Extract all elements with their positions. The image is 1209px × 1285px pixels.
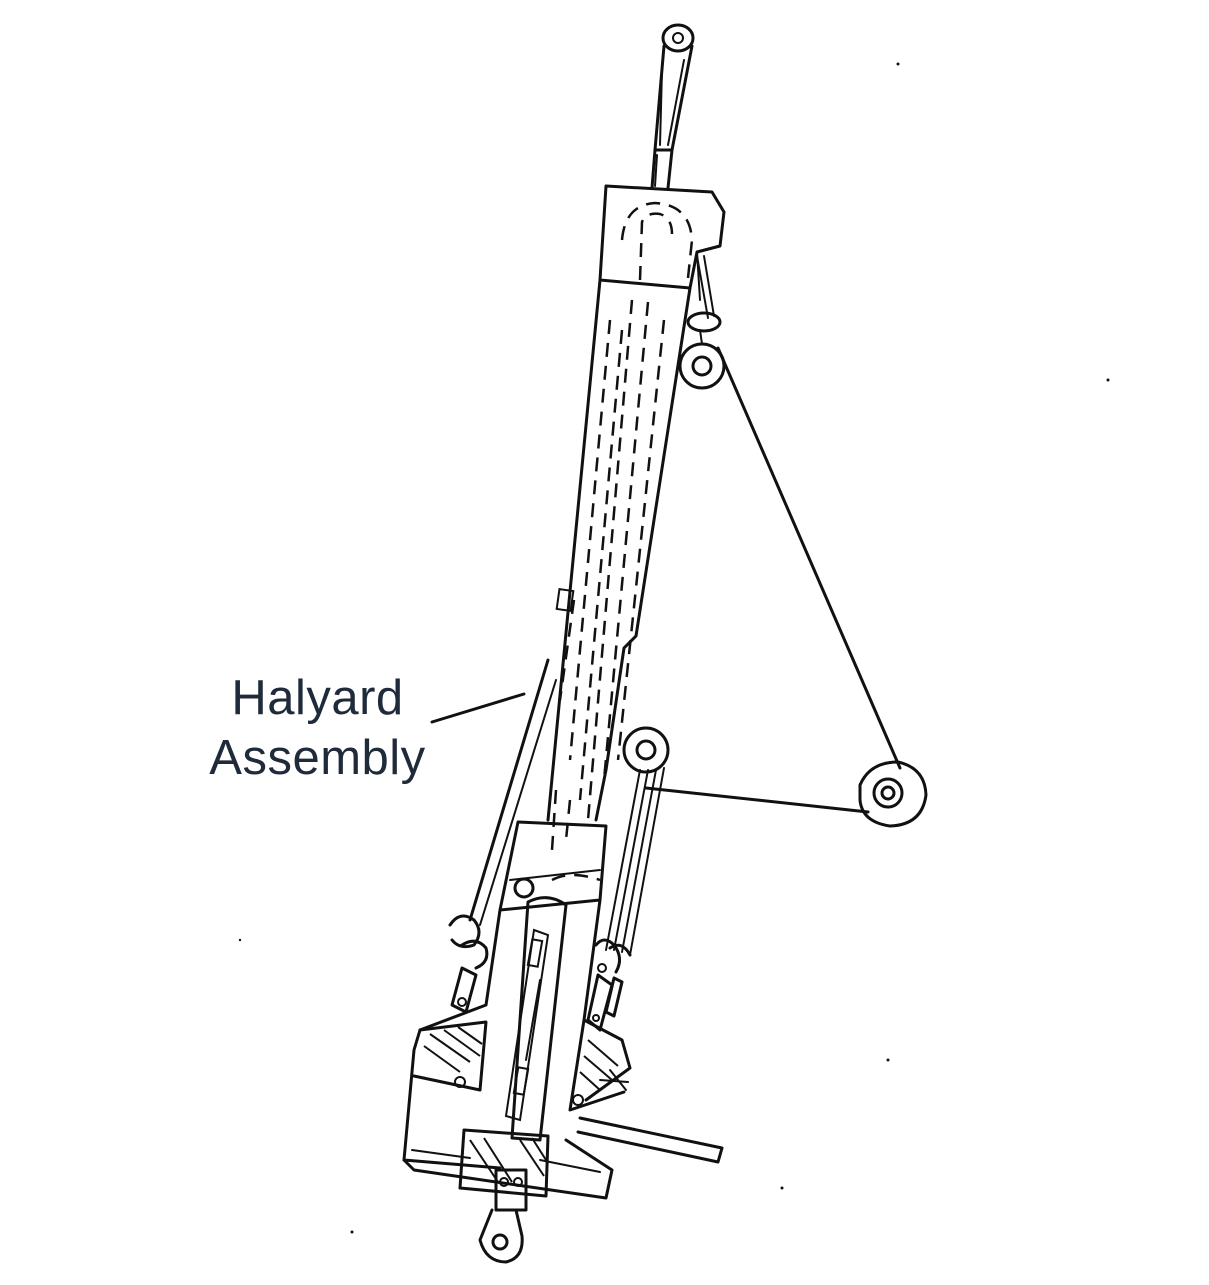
label-line-1: Halyard [231, 671, 404, 725]
base-foot [458, 1128, 550, 1264]
label-line-2: Assembly [209, 731, 426, 785]
top-eye-fitting [650, 23, 695, 190]
halyard-assembly-label: Halyard Assembly [200, 668, 435, 788]
stay-triangle [644, 346, 928, 828]
lever-arm [576, 1069, 724, 1164]
masthead [598, 184, 726, 301]
upper-shroud-fitting [678, 255, 726, 390]
turnbuckle [504, 896, 568, 1142]
lower-sheave [622, 726, 670, 774]
callout-leader-line [430, 692, 526, 724]
mast-tube [546, 278, 692, 851]
scan-specks [238, 62, 1110, 1234]
deck-housing [402, 898, 632, 1200]
lower-sleeve [498, 820, 608, 912]
